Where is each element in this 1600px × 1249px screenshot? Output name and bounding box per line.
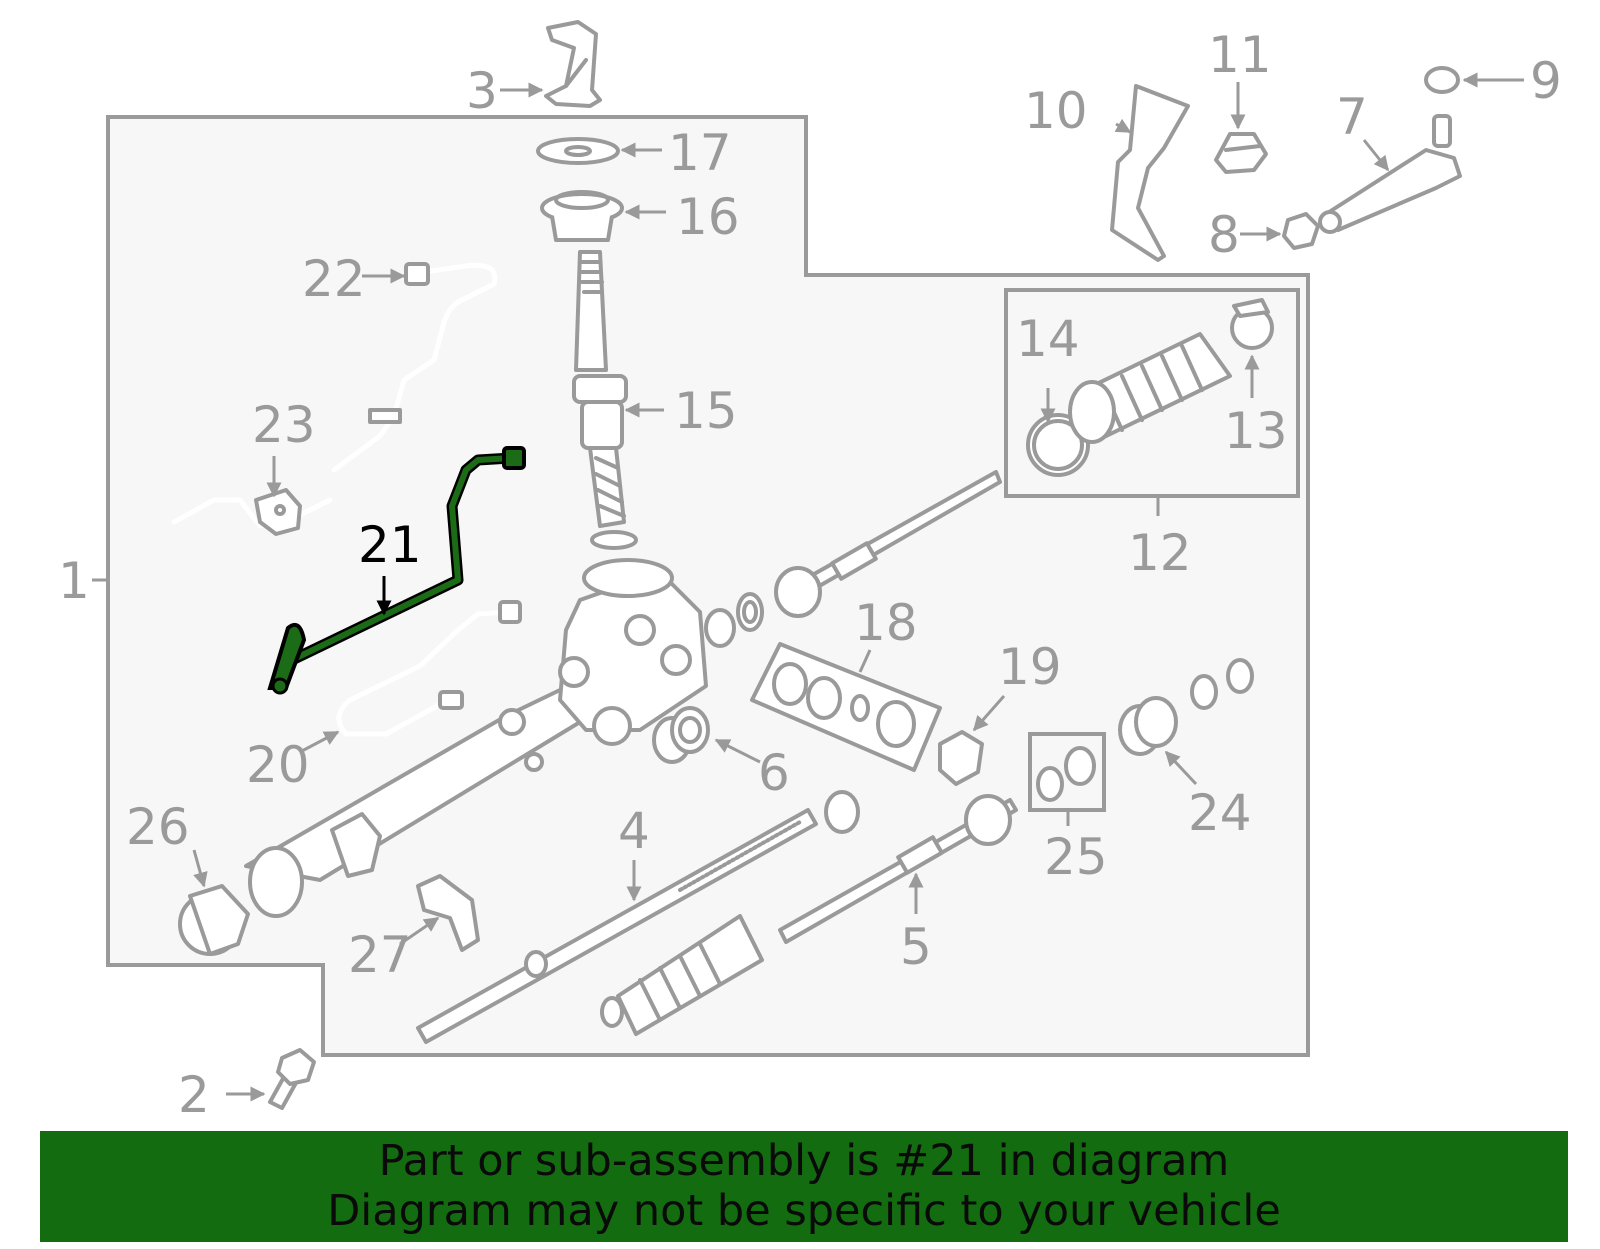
rack-seal	[824, 790, 860, 834]
callout-21: 21	[358, 516, 422, 574]
part-7-tie-rod-end	[1318, 114, 1462, 234]
callout-6: 6	[758, 744, 790, 802]
part-25-seal-set	[1028, 732, 1106, 812]
callout-13: 13	[1224, 402, 1288, 460]
part-12-kit-box	[1004, 288, 1300, 498]
inner-tie-rod-upper	[774, 470, 1002, 618]
part-27-clamp	[416, 874, 480, 952]
callout-23: 23	[252, 396, 316, 454]
part-16-seal-cap	[540, 190, 624, 242]
part-11-clip	[1214, 132, 1268, 174]
callout-24: 24	[1188, 784, 1252, 842]
part-4-rack	[416, 808, 818, 1044]
callout-10: 10	[1024, 82, 1088, 140]
part-15-pinion-shaft	[572, 250, 638, 550]
callout-18: 18	[854, 594, 918, 652]
callout-3: 3	[466, 62, 498, 120]
callout-7: 7	[1336, 88, 1368, 146]
part-5-inner-tie-rod	[778, 794, 1018, 944]
info-banner: Part or sub-assembly is #21 in diagram D…	[40, 1131, 1568, 1242]
callout-5: 5	[900, 918, 932, 976]
leader-lines	[92, 72, 1524, 1102]
callout-27: 27	[348, 926, 412, 984]
callout-8: 8	[1208, 206, 1240, 264]
part-3-bracket	[544, 20, 602, 108]
callout-26: 26	[126, 798, 190, 856]
callout-15: 15	[674, 382, 738, 440]
gear-housing	[244, 558, 708, 918]
banner-line-2: Diagram may not be specific to your vehi…	[327, 1186, 1281, 1236]
part-23-pipe-clamp	[171, 488, 333, 536]
callout-20: 20	[246, 736, 310, 794]
part-9-cap	[1424, 66, 1460, 94]
part-12-boot-kit	[1026, 298, 1274, 477]
part-22-pipe	[331, 262, 498, 473]
part-2-bolt	[268, 1048, 316, 1110]
callout-11: 11	[1208, 26, 1272, 84]
housing-seals	[704, 592, 764, 648]
callout-14: 14	[1016, 310, 1080, 368]
callout-16: 16	[676, 188, 740, 246]
part-24-bushing	[1118, 658, 1254, 756]
callout-labels: 1 2 3 4 5 6 7 8 9 10 11 12 13 14 15 16 1…	[58, 26, 1562, 1124]
callout-2: 2	[178, 1066, 210, 1124]
part-21-pressure-pipe	[267, 446, 526, 695]
callout-1: 1	[58, 552, 90, 610]
callout-4: 4	[618, 802, 650, 860]
part-8-nut	[1282, 212, 1320, 250]
part-26-cap	[178, 884, 250, 956]
part-20-pipe	[336, 600, 522, 737]
part-6-seal	[652, 706, 710, 764]
callout-12: 12	[1128, 524, 1192, 582]
callout-19: 19	[998, 638, 1062, 696]
part-10-bracket	[1110, 84, 1190, 262]
part-18-seal-kit	[750, 642, 942, 772]
callout-17: 17	[668, 124, 732, 182]
callout-25: 25	[1044, 828, 1108, 886]
callout-22: 22	[302, 250, 366, 308]
banner-line-1: Part or sub-assembly is #21 in diagram	[378, 1136, 1230, 1186]
boot-lower	[600, 914, 764, 1036]
part-17-washer	[536, 137, 620, 165]
callout-9: 9	[1530, 52, 1562, 110]
part-19-plug	[938, 730, 984, 786]
